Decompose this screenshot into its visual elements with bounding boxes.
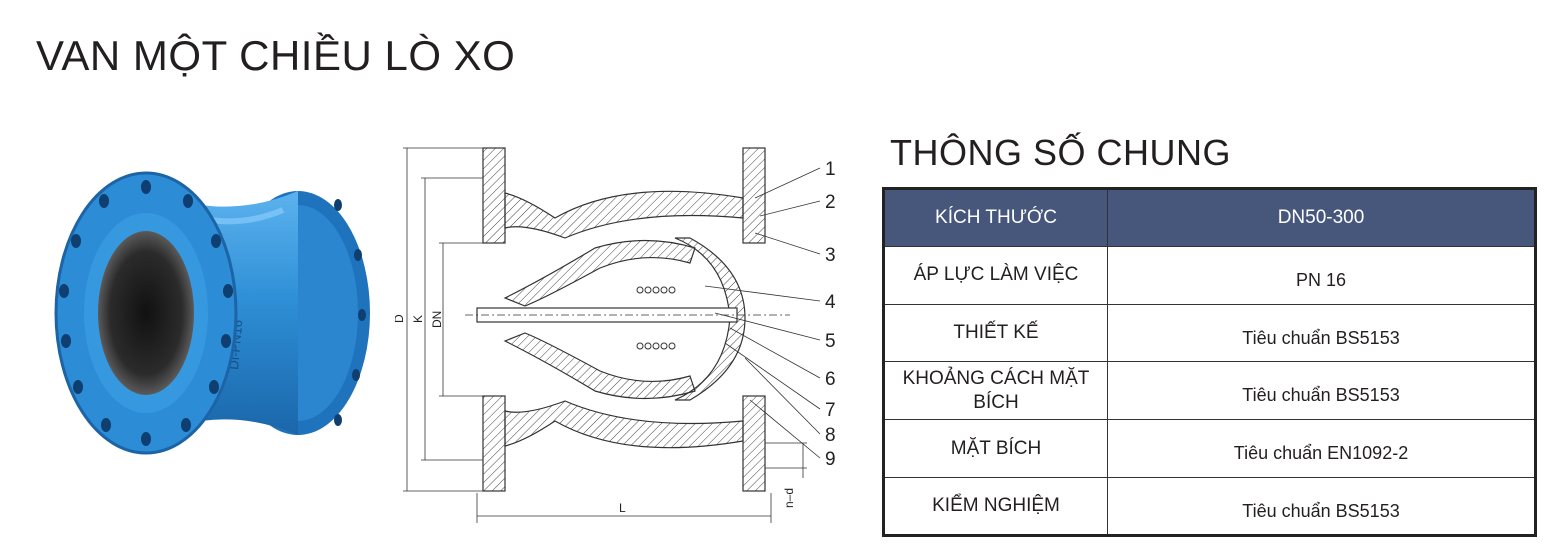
- left-flange-top: [482, 147, 506, 244]
- right-flange-bottom: [742, 395, 766, 492]
- callout-3: 3: [825, 245, 836, 266]
- row-value: Tiêu chuẩn BS5153: [1107, 303, 1536, 363]
- table-header-row: KÍCH THƯỚC DN50-300: [883, 188, 1536, 247]
- callout-6: 6: [825, 369, 836, 390]
- callout-9: 9: [825, 449, 836, 470]
- header-label: KÍCH THƯỚC: [883, 188, 1108, 247]
- right-flange-top: [742, 147, 766, 244]
- bore: [98, 231, 194, 395]
- callout-4: 4: [825, 292, 836, 313]
- bolt-holes: [59, 180, 366, 446]
- spec-table: KÍCH THƯỚC DN50-300 ÁP LỰC LÀM VIỆC PN 1…: [882, 187, 1537, 537]
- left-flange-bottom: [482, 395, 506, 492]
- header-value: DN50-300: [1107, 188, 1536, 247]
- valve-photo: DI-PN16: [54, 171, 370, 455]
- dim-dn: DN: [430, 311, 444, 328]
- callout-1: 1: [825, 159, 836, 180]
- row-label: THIẾT KẾ: [883, 303, 1108, 363]
- row-value: PN 16: [1107, 245, 1536, 305]
- dim-nd: n–d: [782, 488, 796, 508]
- callout-2: 2: [825, 192, 836, 213]
- dim-d: D: [395, 314, 406, 323]
- row-value: Tiêu chuẩn BS5153: [1107, 477, 1536, 536]
- upper-body-wall: [504, 190, 744, 239]
- cross-section-drawing: D K DN L n–d 1 2 3 4 5 6 7 8 9: [395, 147, 836, 523]
- row-label: KHOẢNG CÁCH MẶT BÍCH: [883, 361, 1108, 421]
- row-value: Tiêu chuẩn EN1092-2: [1107, 419, 1536, 479]
- row-label: KIỂM NGHIỆM: [883, 477, 1108, 536]
- callout-numbers: 1 2 3 4 5 6 7 8 9: [825, 159, 836, 470]
- table-row: ÁP LỰC LÀM VIỆC PN 16: [883, 245, 1536, 305]
- table-row: KHOẢNG CÁCH MẶT BÍCH Tiêu chuẩn BS5153: [883, 361, 1536, 421]
- lower-body-wall: [504, 400, 744, 449]
- table-row: KIỂM NGHIỆM Tiêu chuẩn BS5153: [883, 477, 1536, 536]
- dim-l: L: [619, 501, 626, 515]
- callout-7: 7: [825, 400, 836, 421]
- table-row: MẶT BÍCH Tiêu chuẩn EN1092-2: [883, 419, 1536, 479]
- dim-k: K: [411, 315, 425, 323]
- section-title: THÔNG SỐ CHUNG: [890, 132, 1232, 173]
- row-label: MẶT BÍCH: [883, 419, 1108, 479]
- callout-5: 5: [825, 331, 836, 352]
- table-row: THIẾT KẾ Tiêu chuẩn BS5153: [883, 303, 1536, 363]
- row-value: Tiêu chuẩn BS5153: [1107, 361, 1536, 421]
- callout-8: 8: [825, 425, 836, 446]
- row-label: ÁP LỰC LÀM VIỆC: [883, 245, 1108, 305]
- page-title: VAN MỘT CHIỀU LÒ XO: [36, 32, 516, 79]
